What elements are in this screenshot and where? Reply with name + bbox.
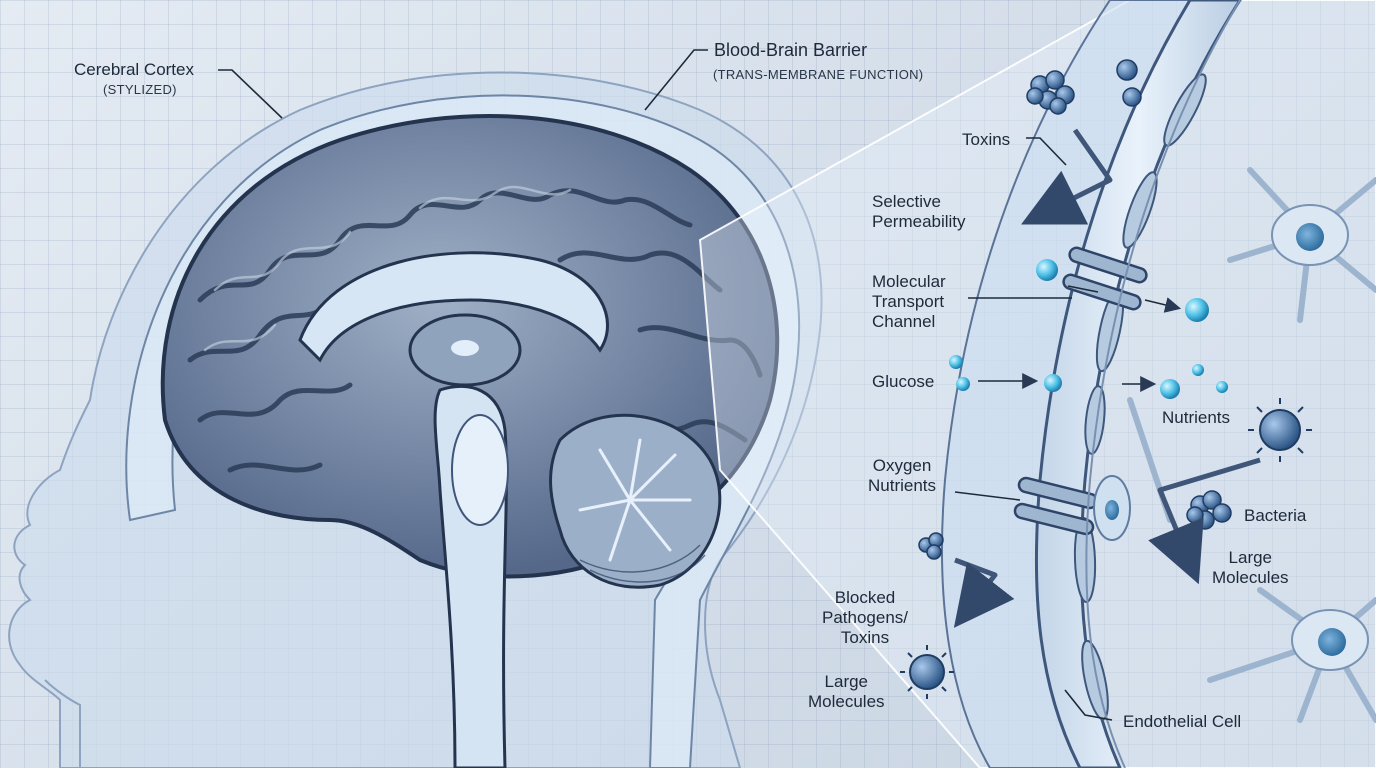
label-bacteria: Bacteria	[1244, 506, 1307, 525]
virus-icon	[900, 398, 1312, 699]
label-nutrients-brain-side: Nutrients	[1162, 408, 1231, 427]
label-molecular-transport-channel: Molecular Transport Channel	[872, 272, 946, 331]
brain	[160, 114, 780, 768]
label-large-molecules-brain-side: Large Molecules	[1212, 548, 1289, 587]
label-endothelial-cell: Endothelial Cell	[1123, 712, 1242, 731]
neuron-nucleus	[1296, 223, 1324, 251]
cerebellum	[549, 413, 722, 589]
label-large-molecules-blood-side: Large Molecules	[808, 672, 885, 711]
transport-channel	[1013, 246, 1148, 536]
label-cerebral-cortex: Cerebral Cortex	[74, 60, 194, 79]
label-toxins: Toxins	[962, 130, 1011, 149]
label-cerebral-cortex-sub: (STYLIZED)	[103, 82, 177, 97]
label-selective-permeability: Selective Permeability	[872, 192, 966, 231]
label-glucose: Glucose	[872, 372, 935, 391]
label-blocked-pathogens-toxins: Blocked Pathogens/ Toxins	[822, 588, 909, 647]
label-blood-brain-barrier: Blood-Brain Barrier	[714, 40, 868, 60]
label-oxygen-nutrients: Oxygen Nutrients	[868, 456, 937, 495]
neuron-nucleus	[1318, 628, 1346, 656]
pathogens	[900, 59, 1312, 699]
rejection-arrows	[953, 128, 1261, 628]
label-blood-brain-barrier-sub: (TRANS-MEMBRANE FUNCTION)	[713, 67, 924, 82]
leader-lines	[218, 49, 1178, 721]
